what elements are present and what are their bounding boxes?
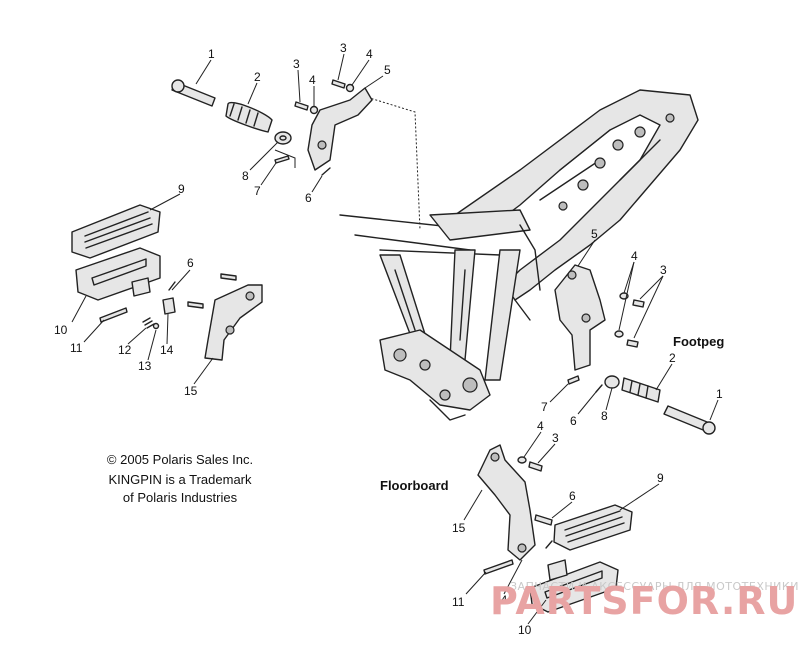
callout-number: 3 (340, 41, 347, 55)
callout-number: 2 (254, 70, 261, 84)
callout-number: 3 (552, 431, 559, 445)
right-floorboard-assembly (477, 444, 633, 613)
callout-number: 6 (570, 414, 577, 428)
floorboard-label: Floorboard (380, 478, 449, 493)
callout-number: 4 (309, 73, 316, 87)
left-floorboard-assembly (71, 204, 263, 361)
trademark-line: KINGPIN is a Trademark (108, 472, 252, 487)
copyright-note: © 2005 Polaris Sales Inc. KINGPIN is a T… (107, 452, 253, 505)
guide-line (359, 94, 421, 231)
callout-number: 15 (184, 384, 198, 398)
motorcycle-frame (339, 89, 699, 421)
callout-number: 5 (591, 227, 598, 241)
callout-number: 11 (452, 595, 465, 609)
watermark: ЗАПЧАСТИ И АКСЕССУАРЫ ДЛЯ МОТОТЕХНИКИ PA… (490, 579, 799, 623)
callout-number: 3 (293, 57, 300, 71)
callout-numbers: 1 2 3 4 3 4 5 8 7 6 9 6 10 11 12 14 13 1… (54, 41, 723, 637)
callout-number: 8 (242, 169, 249, 183)
guide-line (274, 149, 296, 168)
watermark-logo: PARTSFOR.RU (490, 579, 798, 623)
callout-number: 1 (716, 387, 723, 401)
callout-number: 6 (569, 489, 576, 503)
leader-lines (71, 53, 719, 625)
watermark-tagline: ЗАПЧАСТИ И АКСЕССУАРЫ ДЛЯ МОТОТЕХНИКИ (510, 580, 799, 593)
callout-number: 9 (178, 182, 185, 196)
callout-number: 4 (366, 47, 373, 61)
callout-number: 8 (601, 409, 608, 423)
callout-number: 6 (187, 256, 194, 270)
callout-number: 4 (537, 419, 544, 433)
footpeg-label: Footpeg (673, 334, 724, 349)
callout-number: 12 (118, 343, 132, 357)
callout-number: 14 (160, 343, 174, 357)
trademark-owner-line: of Polaris Industries (123, 490, 238, 505)
callout-number: 6 (305, 191, 312, 205)
callout-number: 11 (70, 341, 83, 355)
callout-number: 9 (657, 471, 664, 485)
callout-number: 10 (54, 323, 68, 337)
callout-number: 5 (384, 63, 391, 77)
callout-number: 2 (669, 351, 676, 365)
callout-number: 14 (494, 593, 508, 607)
callout-number: 15 (452, 521, 466, 535)
top-footpeg-assembly (171, 79, 373, 176)
callout-number: 4 (631, 249, 638, 263)
callout-number: 1 (208, 47, 215, 61)
callout-number: 7 (541, 400, 548, 414)
callout-number: 13 (138, 359, 152, 373)
copyright-line: © 2005 Polaris Sales Inc. (107, 452, 253, 467)
right-footpeg-assembly (554, 264, 716, 435)
callout-number: 3 (660, 263, 667, 277)
callout-number: 7 (254, 184, 261, 198)
callout-number: 10 (518, 623, 532, 637)
